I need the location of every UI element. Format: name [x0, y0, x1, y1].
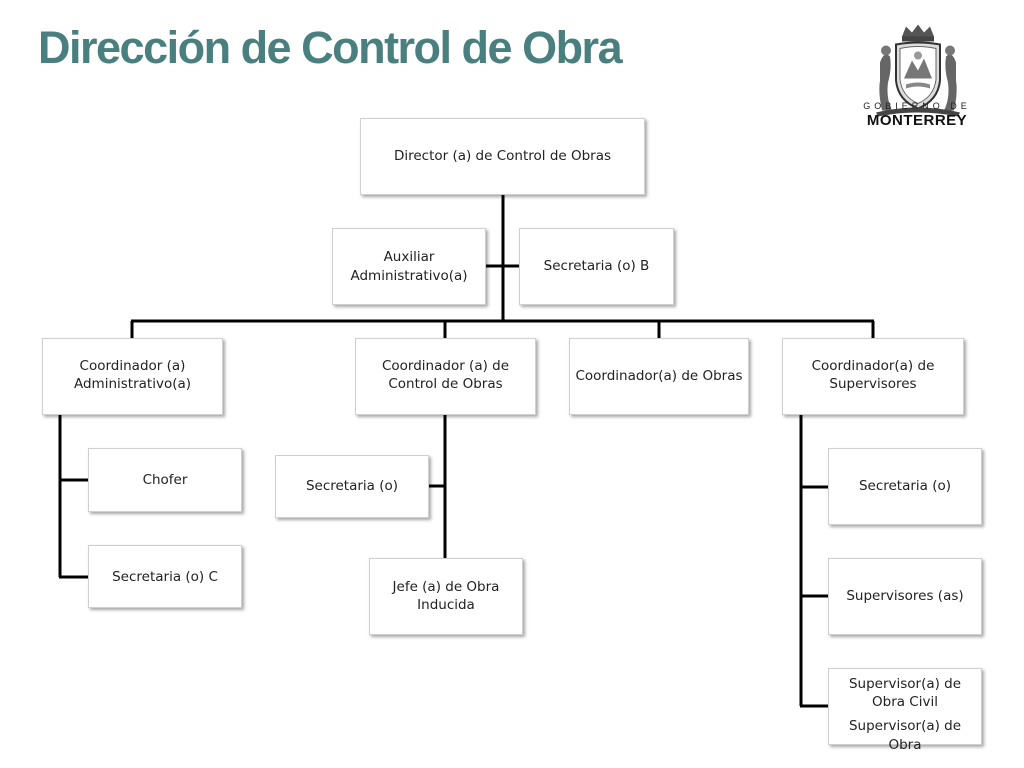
secretaria-b-box: Secretaria (o) B — [519, 228, 674, 305]
supervisor-obra-label: Supervisor(a) de Obra — [848, 718, 962, 753]
jefe-obra-inducida-box: Jefe (a) de Obra Inducida — [369, 558, 523, 635]
monterrey-coat-of-arms-logo — [876, 24, 960, 117]
coordinador-supervisores-box: Coordinador(a) de Supervisores — [782, 338, 964, 415]
secretaria-control-box: Secretaria (o) — [275, 455, 429, 518]
auxiliar-administrativo-box: Auxiliar Administrativo(a) — [332, 228, 486, 305]
secretaria-c-box: Secretaria (o) C — [88, 545, 242, 608]
secretaria-supervisores-box: Secretaria (o) — [828, 448, 982, 525]
logo-text-monterrey: MONTERREY — [866, 112, 968, 129]
chofer-box: Chofer — [88, 448, 242, 512]
page-title: Dirección de Control de Obra — [38, 22, 623, 73]
coordinador-administrativo-box: Coordinador (a) Administrativo(a) — [42, 338, 223, 415]
coordinador-control-obras-box: Coordinador (a) de Control de Obras — [355, 338, 536, 415]
supervisores-box: Supervisores (as) — [828, 558, 982, 635]
supervisor-obra-civil-label: Supervisor(a) de Obra Civil — [848, 676, 962, 711]
director-box: Director (a) de Control de Obras — [360, 118, 645, 195]
logo-text-gobierno: GOBIERNO DE — [863, 101, 971, 111]
coordinador-obras-box: Coordinador(a) de Obras — [569, 338, 749, 415]
supervisor-obra-civil-box: Supervisor(a) de Obra Civil Supervisor(a… — [828, 668, 982, 753]
